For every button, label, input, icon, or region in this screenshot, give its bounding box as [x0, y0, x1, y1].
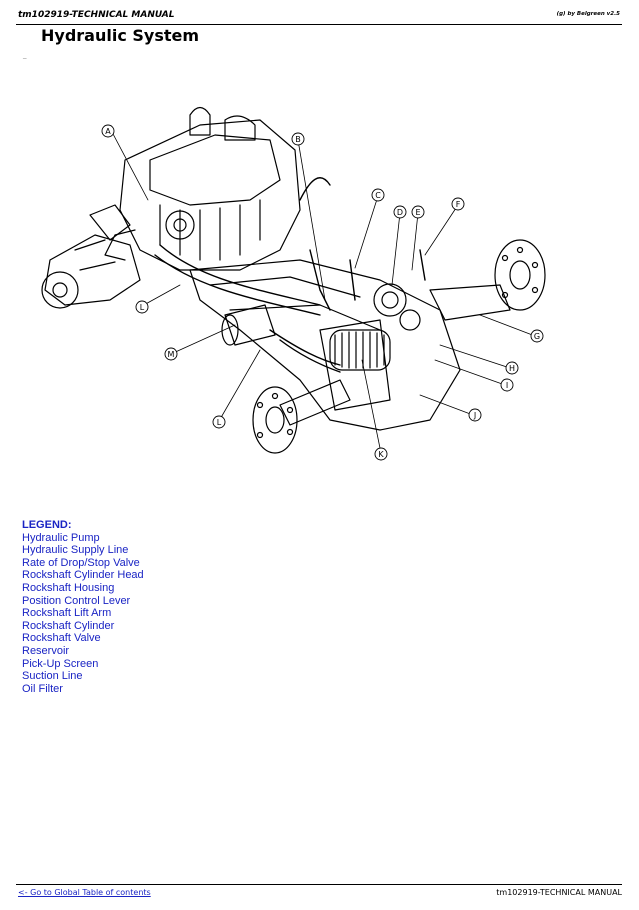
- hydraulic-lines-drawing: [154, 177, 426, 373]
- leader-lines: [111, 131, 536, 454]
- svg-text:F: F: [456, 200, 461, 209]
- svg-text:L: L: [217, 418, 222, 427]
- callout-m: M: [164, 347, 178, 361]
- legend-item: Rockshaft Housing: [22, 581, 115, 594]
- footer-doc-id: tm102919-TECHNICAL MANUAL: [496, 888, 622, 897]
- header-credit: (g) by Belgreen v2.5: [556, 11, 620, 17]
- legend-item: Position Control Lever: [22, 594, 131, 607]
- oil-filter-drawing: [221, 304, 276, 346]
- svg-text:D: D: [397, 208, 403, 217]
- callout-h: H: [505, 361, 519, 375]
- svg-text:J: J: [473, 411, 476, 420]
- svg-text:I: I: [506, 381, 508, 390]
- header-bar: tm102919-TECHNICAL MANUAL (g) by Belgree…: [16, 8, 622, 25]
- legend-item: Hydraulic Pump: [22, 531, 100, 544]
- legend-item: Rockshaft Cylinder Head: [22, 569, 144, 582]
- legend-item: Rockshaft Valve: [22, 632, 101, 645]
- legend: LEGEND: Hydraulic Pump Hydraulic Supply …: [22, 519, 144, 695]
- svg-text:L: L: [140, 303, 145, 312]
- gear-cluster-drawing: [373, 283, 421, 331]
- svg-text:E: E: [415, 208, 420, 217]
- callouts: A B C D E F G H I J K L L M: [101, 124, 544, 461]
- callout-i: I: [500, 378, 514, 392]
- lower-left-axle-drawing: [252, 379, 351, 454]
- callout-l-upper: L: [135, 300, 149, 314]
- legend-item: Oil Filter: [22, 682, 63, 695]
- legend-item: Rockshaft Lift Arm: [22, 607, 112, 620]
- svg-text:A: A: [105, 127, 111, 136]
- svg-text:H: H: [509, 364, 515, 373]
- legend-item: Pick-Up Screen: [22, 657, 99, 670]
- page-title: Hydraulic System: [41, 26, 200, 45]
- callout-d: D: [393, 205, 407, 219]
- callout-e: E: [411, 205, 425, 219]
- svg-text:G: G: [534, 332, 540, 341]
- svg-text:K: K: [378, 450, 384, 459]
- legend-item: Reservoir: [22, 644, 70, 657]
- callout-b: B: [291, 132, 305, 146]
- left-axle-drawing: [41, 204, 141, 309]
- svg-text:B: B: [295, 135, 301, 144]
- rockshaft-cylinder-drawing: [329, 329, 391, 371]
- engine-drawing: [104, 106, 301, 271]
- callout-g: G: [530, 329, 544, 343]
- legend-item: Rockshaft Cylinder: [22, 619, 115, 632]
- callout-c: C: [371, 188, 385, 202]
- callout-k: K: [374, 447, 388, 461]
- legend-item: Hydraulic Supply Line: [22, 544, 129, 557]
- toc-link[interactable]: <- Go to Global Table of contents: [18, 888, 151, 897]
- callout-l-lower: L: [212, 415, 226, 429]
- svg-text:M: M: [168, 350, 175, 359]
- subtitle-mark: _: [23, 51, 27, 59]
- callout-j: J: [468, 408, 482, 422]
- footer-divider: [16, 884, 622, 885]
- right-axle-drawing: [429, 239, 546, 321]
- callout-f: F: [451, 197, 465, 211]
- svg-text:C: C: [375, 191, 381, 200]
- legend-heading: LEGEND:: [22, 519, 72, 531]
- header-doc-id: tm102919-TECHNICAL MANUAL: [18, 10, 175, 20]
- callout-a: A: [101, 124, 115, 138]
- legend-item: Suction Line: [22, 670, 83, 683]
- hydraulic-system-diagram: A B C D E F G H I J K L L M: [41, 106, 546, 461]
- legend-item: Rate of Drop/Stop Valve: [22, 556, 140, 569]
